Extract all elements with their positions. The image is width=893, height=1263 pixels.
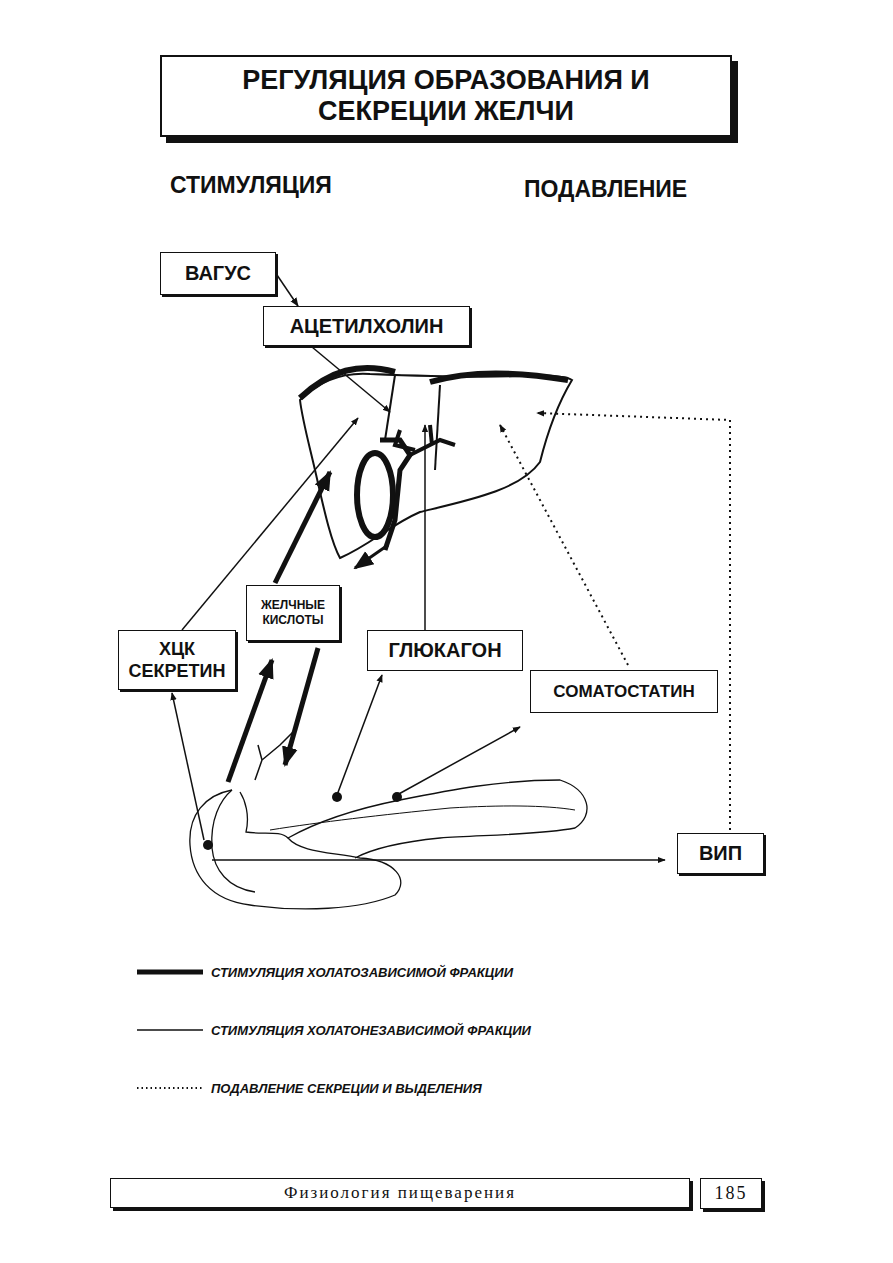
node-text-group: АЦЕТИЛХОЛИН: [290, 314, 444, 339]
hormone-box: ГЛЮКАГОН: [367, 630, 523, 671]
legend-sample: [135, 1020, 205, 1040]
connector: [276, 274, 298, 307]
node-text-group: ВИП: [699, 841, 742, 866]
node-text-group: ГЛЮКАГОН: [388, 638, 501, 663]
legend-row: ПОДАВЛЕНИЕ СЕКРЕЦИИ И ВЫДЕЛЕНИЯ: [135, 1078, 482, 1098]
legend-row: СТИМУЛЯЦИЯ ХОЛАТОЗАВИСИМОЙ ФРАКЦИИ: [135, 962, 513, 982]
section-heading: СТИМУЛЯЦИЯ: [170, 172, 332, 199]
node-text-group: СОМАТОСТАТИН: [553, 681, 694, 702]
hormone-box: ЖЕЛЧНЫЕ КИСЛОТЫ: [246, 585, 340, 641]
node-text-group: ХЦК СЕКРЕТИН: [124, 638, 230, 683]
node-label: ГЛЮКАГОН: [388, 638, 501, 663]
node-label: АЦЕТИЛХОЛИН: [290, 314, 444, 339]
hormone-box: ХЦК СЕКРЕТИН: [118, 630, 236, 690]
legend-text: ПОДАВЛЕНИЕ СЕКРЕЦИИ И ВЫДЕЛЕНИЯ: [211, 1081, 482, 1096]
hormone-box: ВИП: [677, 833, 764, 874]
node-text-group: ЖЕЛЧНЫЕ КИСЛОТЫ: [252, 598, 334, 628]
hormone-box: ВАГУС: [160, 252, 276, 295]
node-label: ВАГУС: [185, 261, 251, 286]
hormone-box: СОМАТОСТАТИН: [530, 670, 718, 713]
liver: [300, 368, 572, 568]
footer-box: 185: [700, 1178, 762, 1209]
node-label: ВИП: [699, 841, 742, 866]
legend-sample: [135, 962, 205, 982]
dots: [203, 792, 402, 850]
node-text-group: ВАГУС: [185, 261, 251, 286]
pancreas: [190, 730, 587, 909]
title-box: РЕГУЛЯЦИЯ ОБРАЗОВАНИЯ И СЕКРЕЦИИ ЖЕЛЧИ: [160, 55, 732, 137]
legend-text: СТИМУЛЯЦИЯ ХОЛАТОНЕЗАВИСИМОЙ ФРАКЦИИ: [211, 1023, 531, 1038]
legend-row: СТИМУЛЯЦИЯ ХОЛАТОНЕЗАВИСИМОЙ ФРАКЦИИ: [135, 1020, 531, 1040]
footer-box: Физиология пищеварения: [110, 1178, 690, 1208]
hormone-box: АЦЕТИЛХОЛИН: [263, 306, 470, 346]
node-label: ЖЕЛЧНЫЕ КИСЛОТЫ: [252, 598, 334, 628]
node-text-group: Физиология пищеварения: [284, 1182, 516, 1203]
legend-text: СТИМУЛЯЦИЯ ХОЛАТОЗАВИСИМОЙ ФРАКЦИИ: [211, 965, 513, 980]
node-label: ХЦК СЕКРЕТИН: [124, 638, 230, 683]
node-label: СОМАТОСТАТИН: [553, 681, 694, 702]
arrows: [172, 347, 730, 860]
node-text-group: 185: [715, 1182, 748, 1205]
node-label: Физиология пищеварения: [284, 1182, 516, 1203]
node-label: 185: [715, 1182, 748, 1205]
legend-sample: [135, 1078, 205, 1098]
section-heading: ПОДАВЛЕНИЕ: [524, 176, 687, 203]
